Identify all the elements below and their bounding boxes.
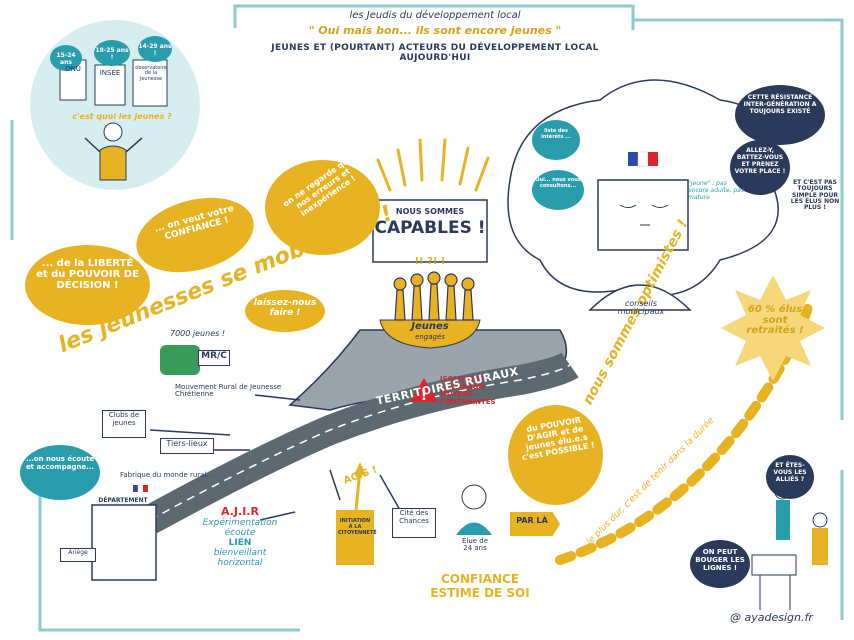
age-bubble-3-text: 14-29 ans !	[138, 43, 172, 57]
text-jeunes-note: "Jeune" : pas encore adulte, pas mature	[688, 180, 744, 201]
par-la-text: PAR LÀ	[516, 516, 548, 525]
bubble-bouger-text: ON PEUT BOUGER LES LIGNES !	[695, 548, 745, 572]
label-conseils: conseils municipaux	[617, 299, 665, 317]
org-insee: INSEE	[99, 69, 121, 77]
sign-top-text: NOUS SOMMES	[395, 207, 465, 216]
age-bubble-2	[94, 40, 130, 66]
header-line-2: " Oui mais bon... ils sont encore jeunes…	[308, 24, 562, 37]
sign-main-text: CAPABLES !	[374, 218, 486, 238]
label-departement: DÉPARTEMENT	[98, 497, 148, 504]
agir-line-4: bienveillant	[213, 548, 267, 558]
initiation-sign	[336, 510, 374, 565]
bubble-liste-text: liste des intérêts ...	[541, 128, 571, 140]
initiation-text: INITIATION À LA CITOYENNETÉ	[338, 518, 377, 536]
label-elue: Élue de 24 ans	[461, 537, 489, 553]
warning-list: ISOLEMENT EXCLUSION MOYENS CONTRAINTES	[440, 375, 496, 407]
sign-cite: Cité des Chances	[392, 508, 436, 538]
par-la-sign	[510, 512, 560, 536]
bubble-resistance	[735, 85, 825, 145]
agir-title: A.J.I.R	[221, 505, 259, 518]
bubble-ecoute	[20, 445, 100, 500]
age-bubble-2-text: 18-25 ans !	[95, 47, 129, 61]
sign-clubs: Clubs de jeunes	[102, 410, 146, 438]
agir-line-5: horizontal	[217, 558, 263, 568]
bubble-allez-text: ALLEZ-Y, BATTEZ-VOUS ET PRENEZ VOTRE PLA…	[734, 147, 786, 175]
bubble-laissez	[245, 290, 325, 332]
age-bubble-3	[138, 36, 172, 62]
base-label-1: Jeunes	[411, 321, 449, 332]
bubble-laissez-text: laissez-nous faire !	[253, 298, 317, 318]
mrjc-sign: MR/C	[198, 350, 230, 366]
bubble-allez	[730, 140, 790, 195]
warning-line-4: CONTRAINTES	[440, 398, 496, 407]
confiance-line: CONFIANCE	[440, 572, 520, 586]
bubble-pouvoir	[508, 405, 603, 505]
bubble-consultons	[532, 170, 584, 210]
age-bubble-1	[50, 45, 82, 71]
agir-line-2: écoute	[224, 528, 256, 538]
age-bubble-1-text: 15-24 ans	[56, 52, 76, 66]
header-line-1: les Jeudis du développement local	[349, 10, 521, 21]
confiance-estime: CONFIANCE ESTIME DE SOI	[425, 572, 535, 600]
text-simple: ET C'EST PAS TOUJOURS SIMPLE POUR LES ÉL…	[790, 179, 840, 212]
agir-line-3: LIEN	[228, 538, 252, 548]
warning-line-3: MOYENS	[440, 390, 474, 399]
bubble-liste	[532, 120, 580, 160]
org-onu: ONU	[65, 65, 81, 73]
label-retraites: 60 % élus sont retraités !	[746, 304, 804, 336]
vignette-question: c'est quoi les jeunes ?	[72, 112, 172, 121]
estime-line: ESTIME DE SOI	[430, 586, 530, 600]
bubble-consultons-text: Oui... nous vous consultons...	[535, 177, 581, 189]
label-fabrique: Fabrique du monde rural...	[120, 471, 214, 479]
bubble-bouger	[690, 540, 750, 588]
warning-line-2: EXCLUSION	[440, 382, 485, 391]
vignette-drawing	[59, 59, 168, 181]
sign-ariege: Ariège	[60, 548, 96, 562]
sign-exclaims: !! ?! !	[414, 256, 446, 267]
org-observatoire: observatoire de la Jeunesse	[135, 65, 167, 82]
header-line-3: JEUNES ET (POURTANT) ACTEURS DU DÉVELOPP…	[271, 43, 599, 63]
bubble-regarde	[265, 160, 380, 255]
bubble-resistance-text: CETTE RÉSISTANCE INTER-GÉNÉRATION A TOUJ…	[743, 94, 817, 115]
agir-line-1: Expérimentation	[202, 518, 278, 528]
agir-block: A.J.I.R Expérimentation écoute LIEN bien…	[190, 505, 290, 568]
svg-text:!: !	[421, 388, 427, 404]
sign-tiers: Tiers-lieux	[160, 438, 214, 454]
bubble-liberte	[25, 245, 150, 325]
bubble-liberte-text: ... de la LIBERTÉ et du POUVOIR DE DÉCIS…	[36, 258, 139, 291]
bubble-allies-text: ET ÊTES-VOUS LES ALLIÉS ?	[773, 462, 807, 483]
label-count: 7000 jeunes !	[170, 329, 226, 338]
bubble-allies	[766, 455, 814, 499]
base-label-2: engagés	[415, 333, 445, 341]
header: les Jeudis du développement local " Oui …	[250, 10, 620, 63]
mrjc-caption: Mouvement Rural de Jeunesse Chrétienne	[175, 383, 282, 399]
credit: @ ayadesign.fr	[730, 611, 813, 624]
warning-line-1: ISOLEMENT	[440, 375, 486, 383]
bubble-ecoute-text: ...on nous écoute et accompagne...	[25, 455, 95, 471]
